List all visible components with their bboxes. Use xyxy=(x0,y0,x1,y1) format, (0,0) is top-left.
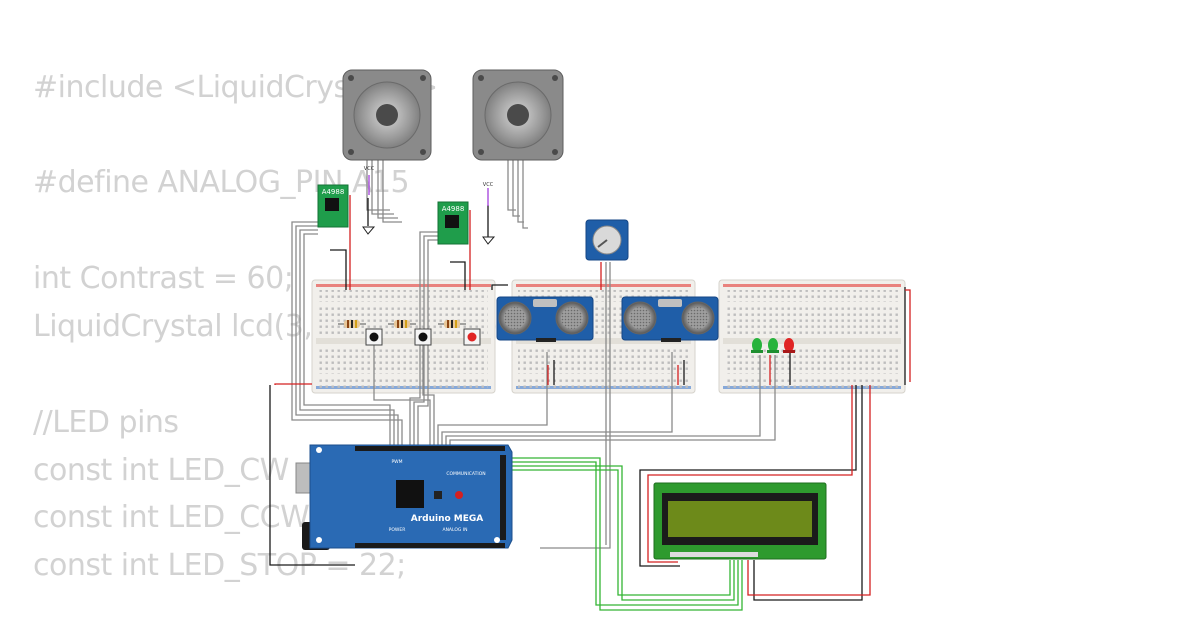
vcc-label: VCC xyxy=(483,182,494,188)
code-line: //LED pins xyxy=(33,405,179,440)
pushbutton[interactable] xyxy=(365,328,383,346)
potentiometer xyxy=(585,219,629,261)
ultrasonic-sensor xyxy=(496,296,594,342)
wires-purple xyxy=(368,175,489,206)
pushbutton[interactable] xyxy=(463,328,481,346)
lcd-display xyxy=(653,482,827,560)
pwm-label: PWM xyxy=(391,459,402,465)
resistor xyxy=(338,320,366,328)
a4988-driver: A4988 xyxy=(317,184,349,228)
code-line: int Contrast = 60; xyxy=(33,261,294,296)
arduino-label: Arduino MEGA xyxy=(411,514,484,524)
ground-symbol xyxy=(482,236,496,245)
pushbutton[interactable] xyxy=(414,328,432,346)
wires-gray xyxy=(291,160,776,549)
breadboard-right xyxy=(718,279,906,394)
driver-label: A4988 xyxy=(442,205,465,213)
arduino-mega: Arduino MEGA PWM COMMUNICATION POWER ANA… xyxy=(295,444,513,550)
resistor xyxy=(438,320,466,328)
wires-green xyxy=(512,457,743,611)
code-line: const int LED_STOP = 22; xyxy=(33,548,406,583)
stepper-motor xyxy=(472,69,564,161)
vcc-label: VCC xyxy=(364,166,375,172)
driver-label: A4988 xyxy=(322,188,345,196)
led-green xyxy=(767,338,779,353)
stepper-motor xyxy=(342,69,432,161)
communication-label: COMMUNICATION xyxy=(446,471,485,477)
code-line: #define ANALOG_PIN A15 xyxy=(33,165,410,200)
analog-in-label: ANALOG IN xyxy=(442,527,467,533)
a4988-driver: A4988 xyxy=(437,201,469,245)
resistor xyxy=(388,320,416,328)
ultrasonic-sensor xyxy=(621,296,719,342)
wires-black xyxy=(269,198,906,601)
power-label: POWER xyxy=(389,527,406,533)
led-red xyxy=(783,338,795,353)
led-green xyxy=(751,338,763,353)
breadboard-left xyxy=(311,279,496,394)
ground-symbol xyxy=(362,226,376,235)
wires-red xyxy=(274,195,911,596)
